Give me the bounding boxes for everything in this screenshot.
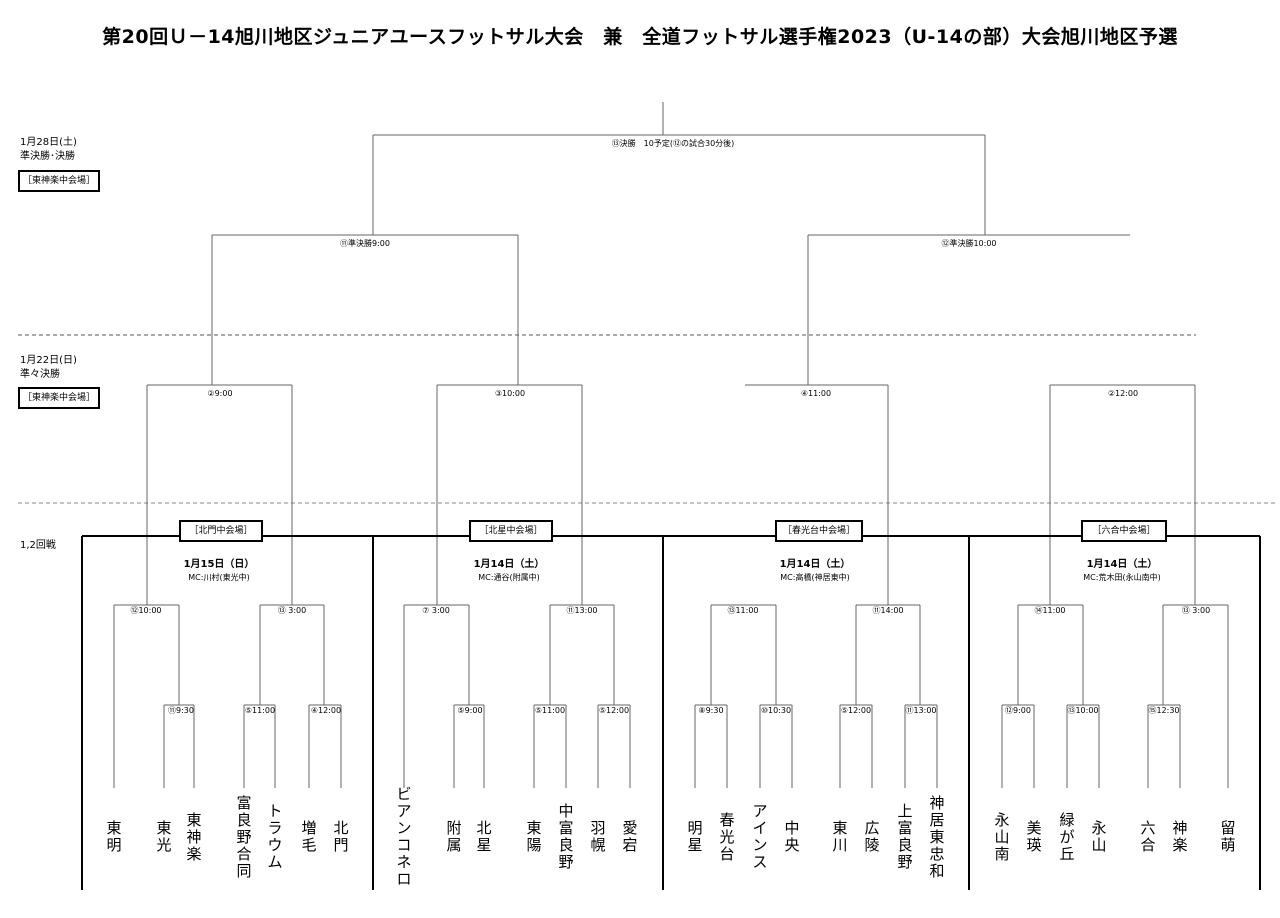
qf-round-name: 準々決勝: [20, 369, 60, 380]
team-name: 美瑛: [1026, 819, 1042, 854]
qf-round-label: 1月22日(日) 準々決勝: [20, 354, 77, 382]
team-name: 中央: [784, 819, 800, 854]
team-name: 東川: [832, 819, 848, 854]
team-name: 春光台: [719, 811, 735, 863]
qf-round-venue: ［東神楽中会場］: [18, 387, 100, 409]
match-label: ⑪13:00: [566, 606, 597, 615]
final-round-venue: ［東神楽中会場］: [18, 170, 100, 192]
venue-name: ［六合中会場］: [1081, 520, 1167, 542]
team-name: 上富良野: [897, 802, 913, 871]
team-name: 神楽: [1172, 819, 1188, 854]
match-label: ⑤11:00: [535, 706, 565, 715]
match-label: ⑪13:00: [905, 706, 936, 715]
venue-name: ［北星中会場］: [469, 520, 553, 542]
venue-name: ［春光台中会場］: [775, 520, 863, 542]
venue-mc: MC:通谷(附属中): [478, 573, 540, 582]
match-label: ⑭11:00: [1034, 606, 1065, 615]
team-name: 永山南: [994, 811, 1010, 863]
semi-match-label: ⑫準決勝10:00: [941, 238, 996, 248]
team-name: 広陵: [864, 819, 880, 854]
team-name: 東陽: [526, 819, 542, 854]
venue-date: 1月14日（土）: [779, 559, 851, 570]
match-label: ⑬11:00: [727, 606, 758, 615]
team-name: 愛宕: [622, 819, 638, 854]
page-title: 第20回Ｕ－14旭川地区ジュニアユースフットサル大会 兼 全道フットサル選手権2…: [102, 26, 1178, 48]
quarter-match-label: ②9:00: [207, 389, 232, 398]
match-label: ⑤12:00: [599, 706, 629, 715]
venue-mc: MC:荒木田(永山南中): [1083, 573, 1161, 582]
team-name: アインス: [752, 802, 768, 871]
quarter-match-label: ④11:00: [801, 389, 831, 398]
final-round-name: 準決勝･決勝: [20, 151, 75, 162]
team-name: 北門: [333, 819, 349, 854]
venue-frames: [81, 535, 1261, 890]
venue-date: 1月14日（土）: [1086, 559, 1158, 570]
team-name: 北星: [476, 819, 492, 854]
match-label: ⑤9:00: [457, 706, 482, 715]
match-label: ⑪9:30: [168, 706, 194, 715]
team-name: 富良野合同: [236, 794, 252, 880]
match-label: ⑪14:00: [872, 606, 903, 615]
match-label: ⑧9:30: [698, 706, 723, 715]
team-name: 附属: [446, 819, 462, 854]
venue-date: 1月14日（土）: [473, 559, 545, 570]
match-label: ⑤11:00: [245, 706, 275, 715]
match-label: ⑫10:00: [130, 606, 161, 615]
venue-mc: MC:川村(東光中): [188, 573, 250, 582]
final-round-date: 1月28日(土): [20, 137, 77, 148]
final-match-label: ⑬決勝 10予定(⑫の試合30分後): [612, 138, 735, 148]
team-name: 留萌: [1220, 819, 1236, 854]
match-label: ⑦ 3:00: [422, 606, 450, 615]
team-name: 東神楽: [186, 811, 202, 863]
semi-match-label: ⑪準決勝9:00: [340, 238, 390, 248]
team-name: 緑が丘: [1059, 811, 1075, 863]
first-round-label: 1,2回戦: [20, 540, 56, 551]
match-label: ⑬ 3:00: [1182, 606, 1211, 615]
match-label: ⑬10:00: [1067, 706, 1098, 715]
match-label: ⑤12:00: [841, 706, 871, 715]
match-label: ④12:00: [311, 706, 341, 715]
team-name: 東明: [106, 819, 122, 854]
team-name: ビアンコネロ: [396, 785, 412, 888]
match-label: ⑫9:00: [1005, 706, 1031, 715]
match-label: ⑬ 3:00: [278, 606, 307, 615]
team-name: 東光: [156, 819, 172, 854]
team-name: トラウム: [267, 802, 283, 871]
quarter-match-label: ③10:00: [495, 389, 525, 398]
team-name: 永山: [1091, 819, 1107, 854]
team-name: 六合: [1140, 819, 1156, 854]
team-name: 明星: [687, 819, 703, 854]
team-name: 増毛: [301, 819, 317, 854]
team-name: 羽幌: [590, 819, 606, 854]
venue-date: 1月15日（日）: [183, 559, 255, 570]
bracket-lines: [113, 102, 1229, 788]
venue-name: ［北門中会場］: [179, 520, 263, 542]
quarter-match-label: ②12:00: [1108, 389, 1138, 398]
venue-mc: MC:高橋(神居東中): [780, 573, 850, 582]
team-name: 神居東忠和: [929, 794, 945, 880]
team-name: 中富良野: [558, 802, 574, 871]
match-label: ⑩10:30: [761, 706, 791, 715]
final-round-label: 1月28日(土) 準決勝･決勝: [20, 136, 77, 164]
match-label: ⑮12:30: [1148, 706, 1179, 715]
qf-round-date: 1月22日(日): [20, 355, 77, 366]
